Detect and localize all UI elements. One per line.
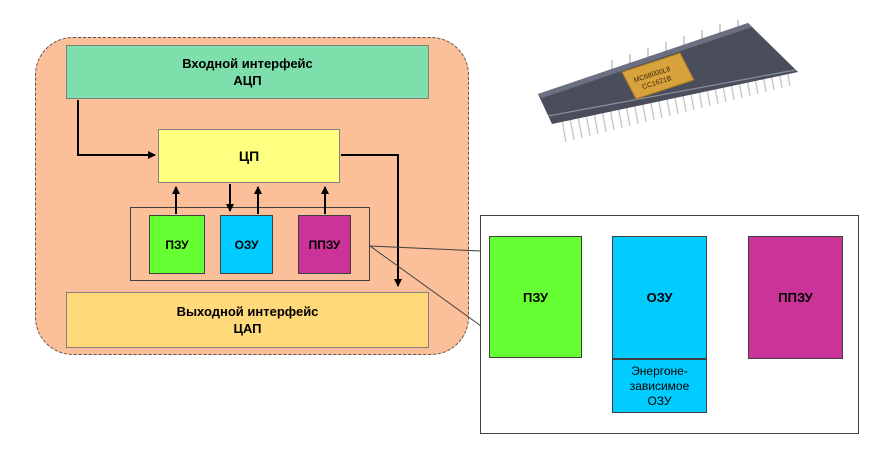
callout-line-top xyxy=(369,245,482,252)
chip-side-stripe xyxy=(547,69,796,117)
memory-group-frame xyxy=(130,207,370,281)
output-interface-title: Выходной интерфейс xyxy=(176,304,319,319)
rom-detail-block: ПЗУ xyxy=(489,236,582,358)
cpu-block: ЦП xyxy=(158,129,340,183)
chip-pins-top xyxy=(611,20,739,70)
chip-gold-lid xyxy=(621,52,695,100)
input-interface-adc: АЦП xyxy=(233,73,262,88)
arrow-cpu-to-output xyxy=(341,154,402,287)
eeprom-detail-label: ППЗУ xyxy=(778,290,813,305)
nvram-line1: Энергоне- xyxy=(631,363,688,378)
ram-block: ОЗУ xyxy=(220,215,273,274)
nvram-line2: зависимое xyxy=(629,378,690,393)
ram-label: ОЗУ xyxy=(234,237,259,252)
eeprom-label: ППЗУ xyxy=(308,237,341,252)
ram-detail-block: ОЗУ xyxy=(612,236,707,359)
rom-block: ПЗУ xyxy=(149,215,205,274)
output-interface-block: Выходной интерфейс ЦАП xyxy=(66,292,429,348)
nonvolatile-ram-block: Энергоне- зависимое ОЗУ xyxy=(612,359,707,413)
eeprom-block: ППЗУ xyxy=(298,215,351,274)
ram-detail-label: ОЗУ xyxy=(646,290,673,305)
microprocessor-chip-photo: MC68000L8 CC1621B xyxy=(538,20,798,143)
output-interface-dac: ЦАП xyxy=(233,321,262,336)
input-interface-title: Входной интерфейс xyxy=(182,56,313,71)
chip-body-top-edge xyxy=(538,23,752,98)
nvram-line3: ОЗУ xyxy=(647,393,672,408)
cpu-label: ЦП xyxy=(238,148,260,164)
eeprom-detail-block: ППЗУ xyxy=(748,236,843,359)
rom-label: ПЗУ xyxy=(165,237,189,252)
callout-line-bottom xyxy=(369,245,482,327)
arrow-input-to-cpu xyxy=(77,100,156,159)
input-interface-block: Входной интерфейс АЦП xyxy=(66,45,429,99)
rom-detail-label: ПЗУ xyxy=(522,289,549,305)
